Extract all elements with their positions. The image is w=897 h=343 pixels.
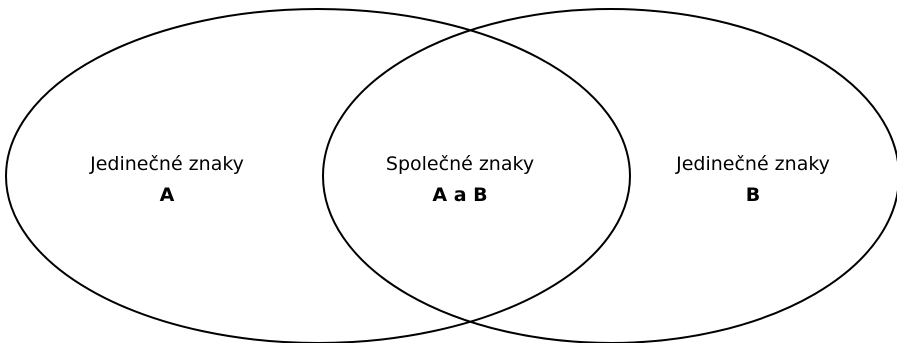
set-b-ellipse [322, 8, 897, 343]
intersection-set: A a B [432, 184, 487, 206]
intersection-title: Společné znaky [386, 153, 534, 175]
right-region-title: Jedinečné znaky [675, 153, 830, 175]
set-a-ellipse [5, 8, 631, 343]
left-region-set: A [160, 184, 175, 206]
left-region-title: Jedinečné znaky [89, 153, 244, 175]
right-region-set: B [746, 184, 760, 206]
